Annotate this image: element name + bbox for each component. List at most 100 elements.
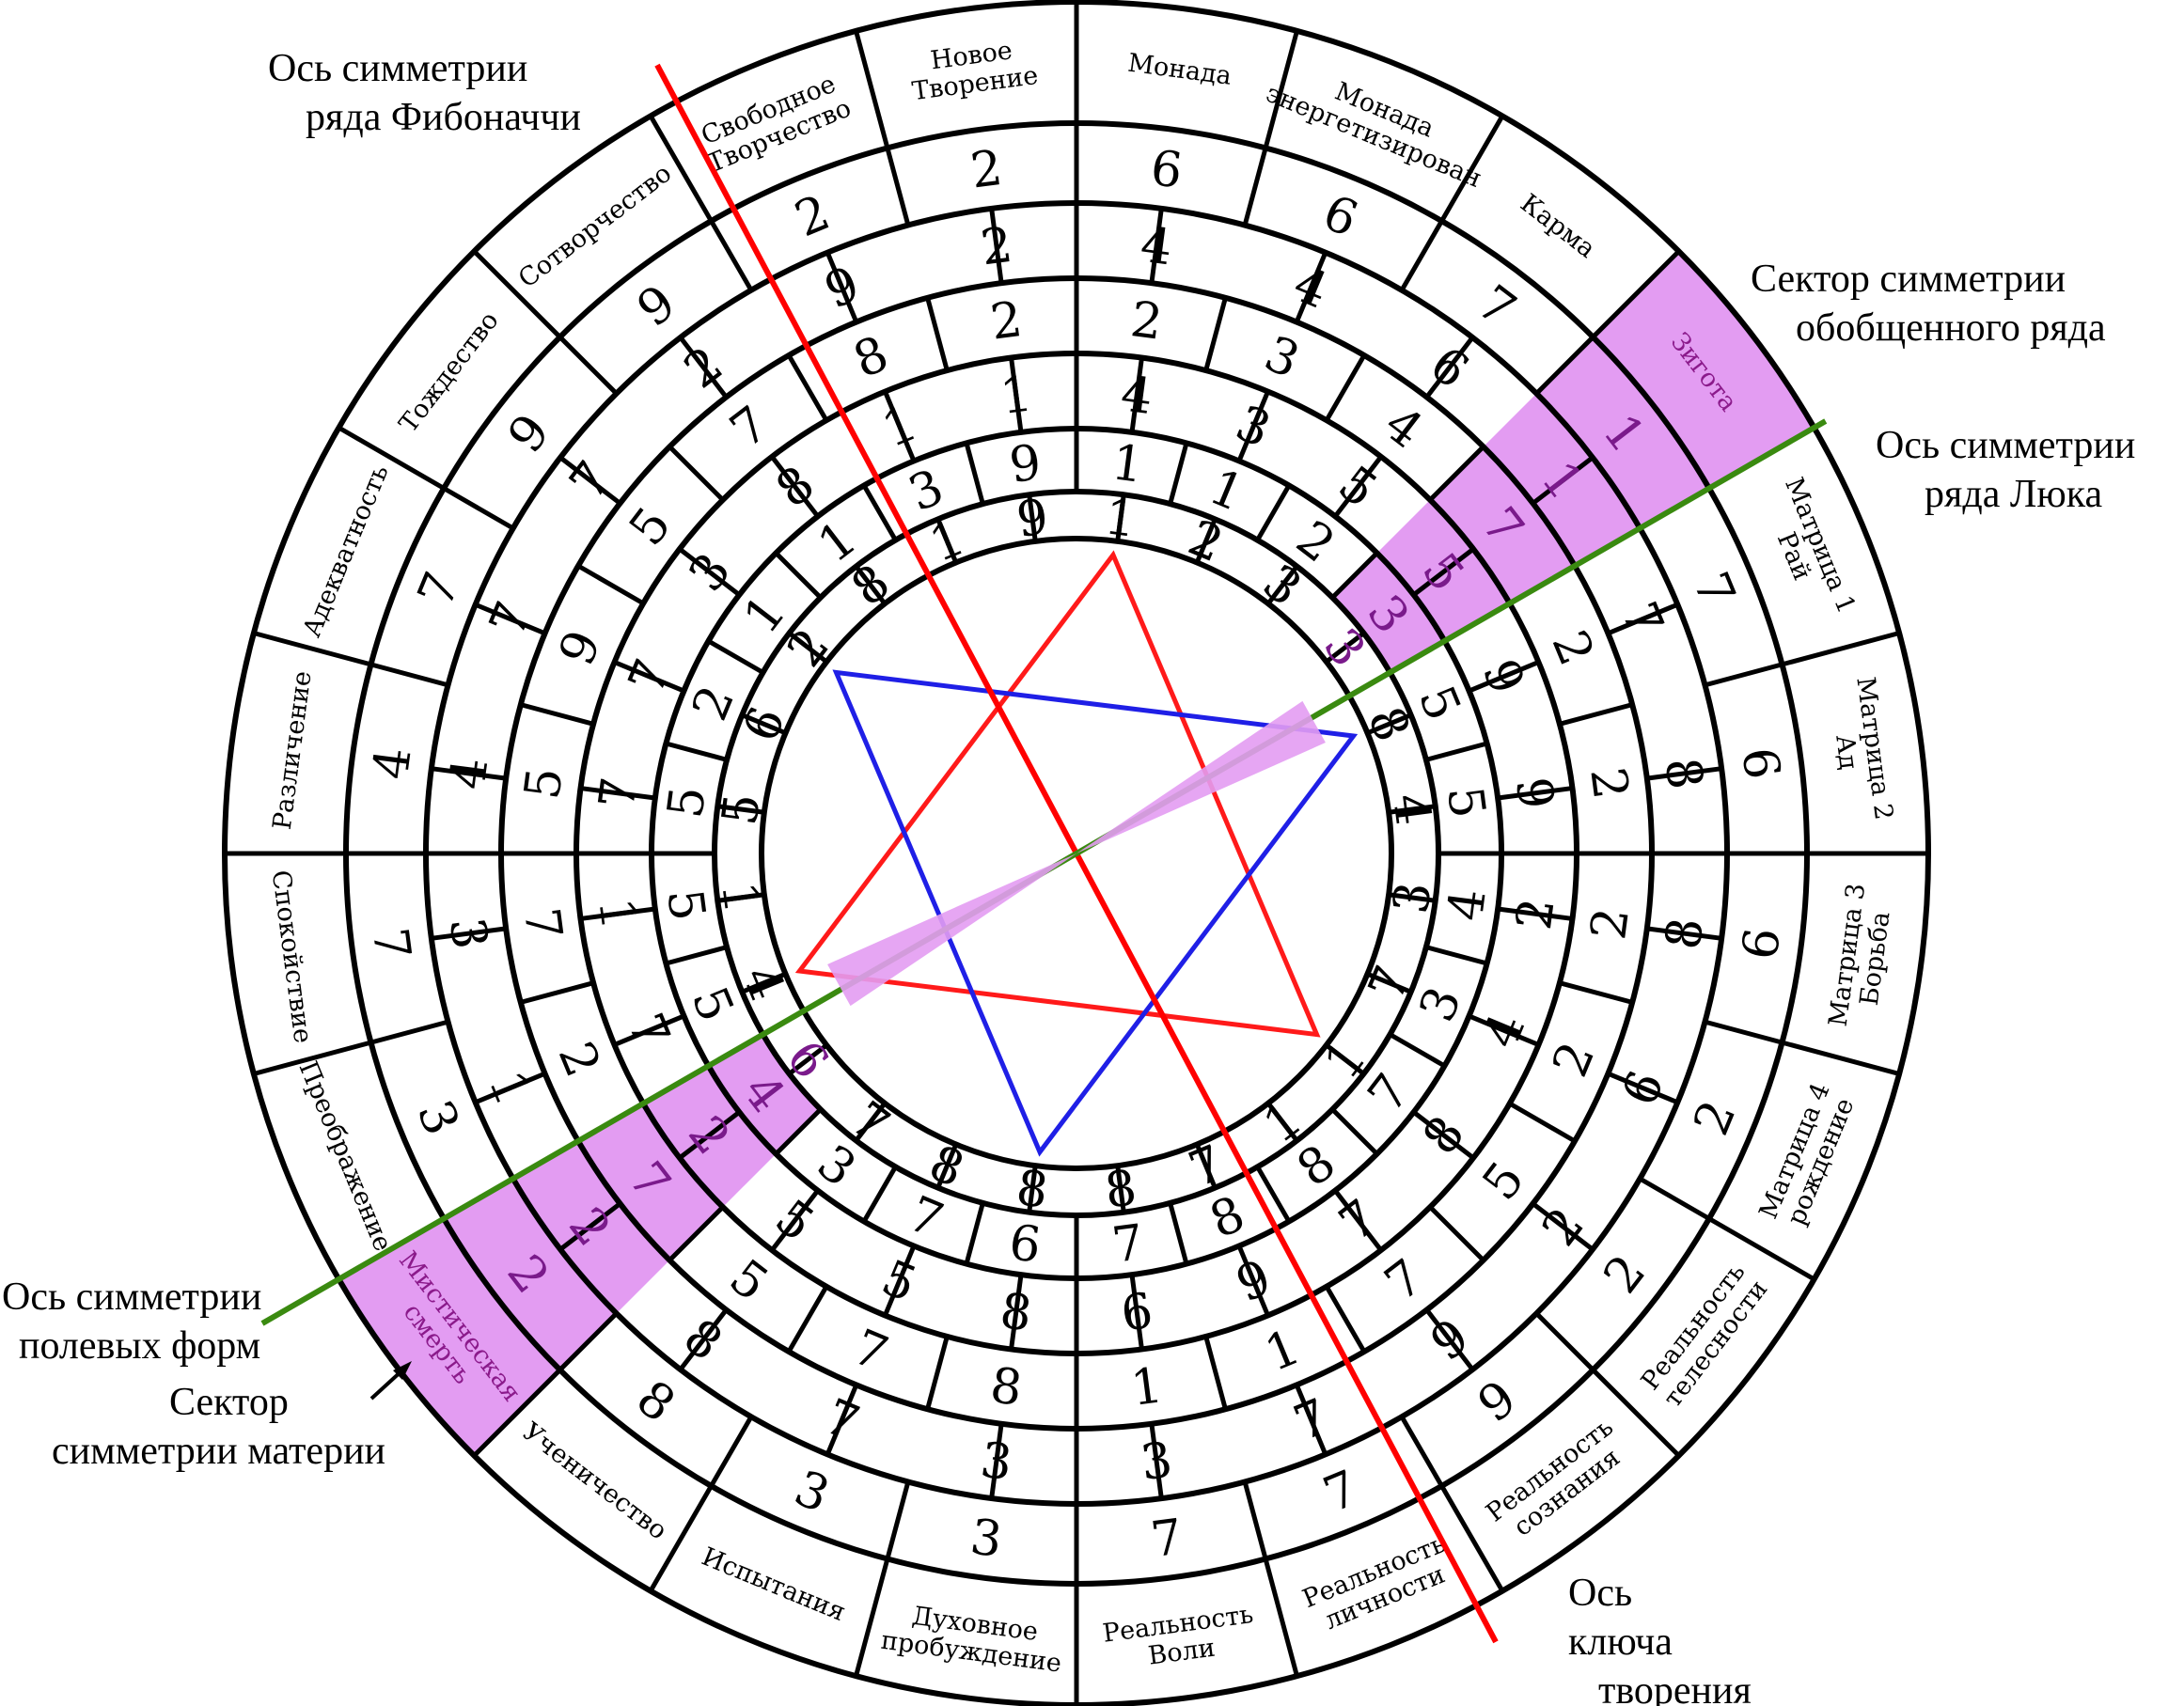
digit-cell: 2 — [1181, 509, 1232, 573]
sector-label-12: Духовноепробуждение — [879, 1598, 1066, 1679]
label-divider — [253, 1040, 372, 1076]
digit-divider — [474, 1071, 546, 1105]
digit-cell: 9 — [1468, 1370, 1527, 1434]
label-divider — [1263, 1557, 1299, 1677]
digit-cell: 5 — [1328, 456, 1388, 520]
digit-cell: 8 — [1102, 1160, 1140, 1220]
digit-divider — [665, 741, 728, 762]
digit-cell: 1 — [587, 895, 647, 933]
digit-cell: 6 — [1006, 1214, 1045, 1275]
digit-cell: 7 — [618, 651, 682, 702]
digit-cell: 2 — [1506, 895, 1566, 933]
digit-divider — [1366, 971, 1412, 994]
digit-divider — [1559, 702, 1633, 727]
digit-cell: 5 — [719, 1249, 778, 1313]
digit-divider — [1532, 455, 1595, 506]
ring-0 — [759, 536, 1394, 1171]
digit-cell: 7 — [559, 451, 623, 510]
digit-cell: 7 — [1375, 1249, 1434, 1313]
digit-cell: 1 — [1108, 434, 1147, 494]
digit-cell: 9 — [1229, 1249, 1280, 1313]
digit-cell: 9 — [548, 623, 612, 674]
digit-cell: 6 — [1147, 140, 1186, 200]
digit-divider — [1027, 1165, 1038, 1213]
digit-cell: 4 — [1438, 885, 1498, 924]
digit-divider — [854, 1102, 888, 1142]
digit-cell: 5 — [874, 1249, 925, 1313]
sector-label-2: Карма — [1515, 189, 1600, 264]
label-divider — [1781, 631, 1900, 667]
general-sector-line2: обобщенного ряда — [1796, 306, 2106, 350]
digit-divider — [1324, 1285, 1367, 1354]
digit-cell: 6 — [1118, 1283, 1156, 1343]
digit-divider — [558, 335, 619, 396]
sector-label-line: Различение — [268, 669, 318, 832]
digit-divider — [520, 702, 594, 727]
digit-cell: 2 — [788, 184, 839, 248]
digit-cell: 7 — [407, 565, 471, 616]
sector-label-11: РеальностьВоли — [1101, 1600, 1259, 1677]
digit-cell: 7 — [361, 925, 421, 963]
digit-divider — [1265, 565, 1299, 605]
digit-cell: 2 — [978, 217, 1016, 277]
digit-cell: 7 — [1108, 1214, 1147, 1275]
sector-label-line: Ученичество — [517, 1416, 672, 1545]
digit-cell: 6 — [1420, 337, 1479, 400]
sector-label-23: НовоеТворение — [906, 33, 1040, 106]
digit-divider — [474, 602, 546, 636]
red-triangle — [794, 550, 1321, 1038]
digit-cell: 1 — [710, 879, 770, 917]
digit-divider — [1236, 1244, 1270, 1317]
digit-divider — [678, 1110, 741, 1160]
digit-divider — [1242, 147, 1268, 227]
label-divider — [472, 1368, 562, 1458]
digit-divider — [1194, 518, 1218, 564]
fibonacci-axis-line2: ряда Фибоначчи — [306, 96, 581, 139]
sector-label-19: Адекватность — [297, 461, 394, 641]
digit-cell: 7 — [1181, 1135, 1232, 1198]
digit-divider — [1388, 804, 1437, 815]
digit-cell: 5 — [619, 497, 683, 556]
digit-cell: 9 — [1471, 651, 1535, 702]
digit-cell: 8 — [1654, 755, 1714, 793]
digit-cell: 4 — [731, 958, 794, 1009]
digit-divider — [1149, 1423, 1164, 1499]
digit-divider — [1428, 445, 1485, 502]
digit-cell: 4 — [1472, 1006, 1536, 1056]
digit-divider — [861, 484, 898, 541]
digit-cell: 7 — [512, 904, 573, 943]
digit-divider — [709, 219, 754, 291]
digit-cell: 2 — [987, 291, 1026, 352]
digit-cell: 6 — [1732, 925, 1792, 963]
digit-divider — [1242, 1480, 1268, 1560]
matter-sector-line1: Сектор — [169, 1381, 289, 1424]
digit-cell: 3 — [1257, 325, 1308, 389]
digit-divider — [678, 1308, 729, 1371]
digit-cell: 3 — [1383, 879, 1443, 917]
label-divider — [1263, 30, 1299, 149]
digit-cell: 7 — [1148, 1509, 1186, 1569]
digit-divider — [1333, 1189, 1383, 1252]
digit-cell: 7 — [1286, 1388, 1337, 1452]
digit-cell: 7 — [845, 1319, 896, 1383]
digit-divider — [1425, 945, 1488, 966]
digit-divider — [964, 442, 985, 505]
digit-cell: 6 — [732, 699, 796, 750]
digit-cell: 3 — [1138, 1432, 1176, 1493]
digit-cell: 6 — [1315, 184, 1366, 248]
digit-divider — [1325, 1042, 1365, 1076]
digit-divider — [788, 1042, 828, 1076]
digit-cell: 4 — [1374, 396, 1433, 460]
digit-cell: 7 — [1358, 958, 1422, 1009]
digit-cell: 2 — [1127, 291, 1166, 352]
label-divider — [854, 30, 890, 149]
digit-cell: 2 — [1579, 764, 1639, 803]
digit-cell: 7 — [616, 1006, 680, 1056]
digit-cell: 2 — [547, 1035, 611, 1086]
digit-divider — [668, 445, 725, 502]
digit-divider — [1639, 1176, 1711, 1221]
digit-divider — [883, 1244, 917, 1317]
